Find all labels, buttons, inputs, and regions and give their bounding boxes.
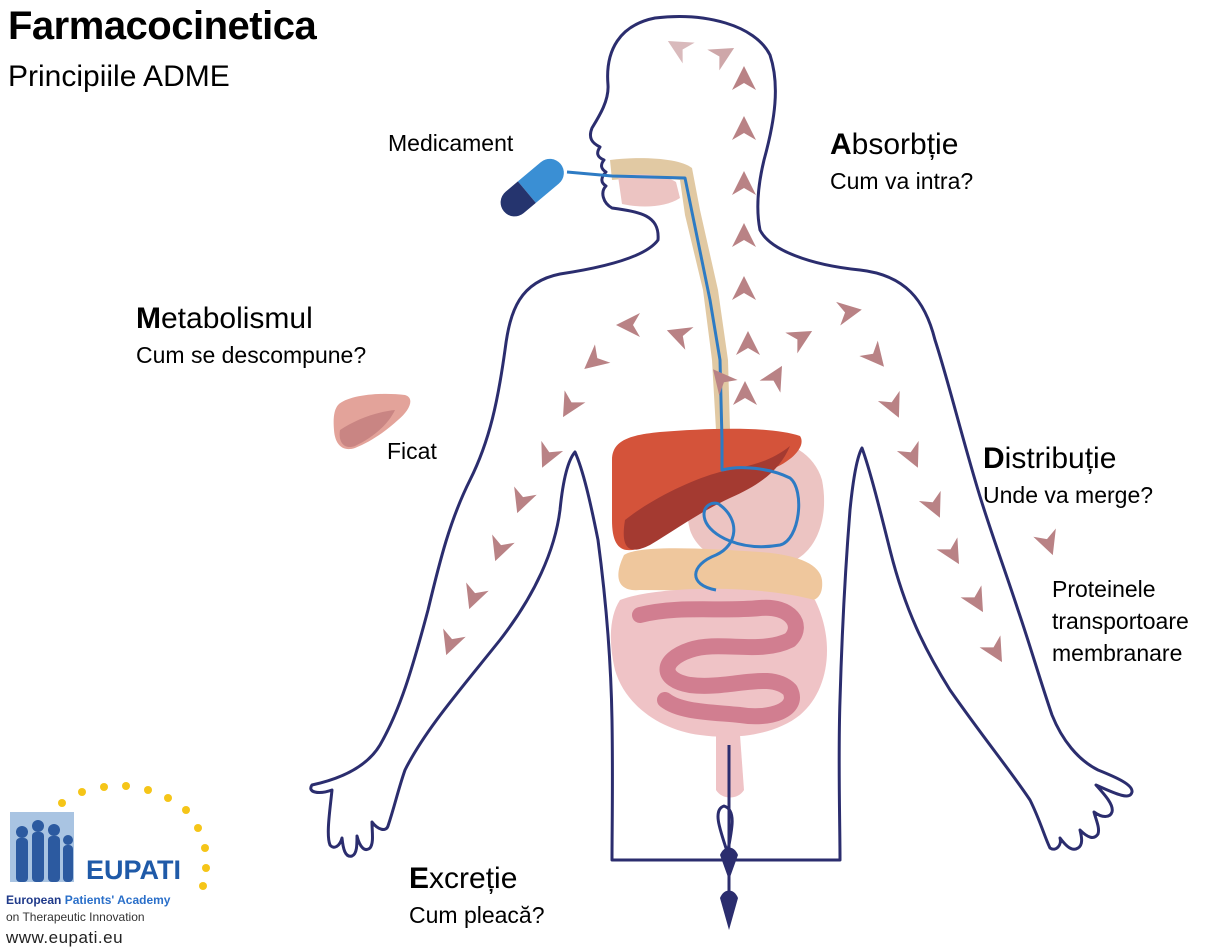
logo-url[interactable]: www.eupati.eu <box>6 928 123 948</box>
flow-arrow <box>897 441 929 473</box>
metabolism-initial: M <box>136 302 161 335</box>
excretion-initial: E <box>409 862 429 895</box>
pill-icon <box>495 153 570 222</box>
flow-arrow <box>732 116 756 140</box>
distribution-rest: istribuție <box>1005 442 1117 475</box>
excretion-arrow-2 <box>720 891 738 931</box>
flow-arrow <box>732 171 756 195</box>
logo-wordmark: EUPATI <box>86 855 181 886</box>
flow-arrow <box>484 534 515 565</box>
flow-arrow <box>662 31 695 64</box>
page-subtitle: Principiile ADME <box>8 60 230 94</box>
flow-arrow <box>435 628 466 659</box>
metabolism-question: Cum se descompune? <box>136 342 366 369</box>
flow-arrow <box>836 298 864 326</box>
distribution-question: Unde va merge? <box>983 482 1153 509</box>
flow-arrow <box>458 582 489 613</box>
excretion-question: Cum pleacă? <box>409 902 545 929</box>
flow-arrow <box>1033 528 1064 559</box>
flow-arrow <box>919 491 951 523</box>
section-absorption: Absorbție Cum va intra? <box>830 128 973 195</box>
absorption-heading: Absorbție <box>830 128 973 162</box>
logo-org-part1: European <box>6 893 65 907</box>
flow-arrow <box>553 390 586 423</box>
label-proteine: Proteinele transportoare membranare <box>1052 573 1189 669</box>
flow-arrow <box>506 486 537 517</box>
flow-arrow <box>663 319 694 350</box>
page-title: Farmacocinetica <box>8 4 316 49</box>
excretion-arrow-1 <box>720 848 738 881</box>
metabolism-heading: Metabolismul <box>136 302 366 336</box>
flow-arrow <box>732 223 756 247</box>
section-metabolism: Metabolismul Cum se descompune? <box>136 302 366 369</box>
flow-arrow <box>961 585 994 618</box>
metabolism-rest: etabolismul <box>161 302 313 335</box>
flow-arrow <box>616 313 640 337</box>
flow-arrow <box>736 331 760 355</box>
flow-arrow <box>980 635 1013 668</box>
excretion-heading: Excreție <box>409 862 545 896</box>
label-proteine-line1: Proteinele <box>1052 573 1189 605</box>
flow-arrow <box>859 341 893 375</box>
flow-arrow <box>937 537 970 570</box>
flow-arrow <box>878 391 910 423</box>
flow-arrow <box>732 66 756 90</box>
section-distribution: Distribuție Unde va merge? <box>983 442 1153 509</box>
flow-arrow <box>785 321 818 354</box>
logo-org-line2: on Therapeutic Innovation <box>6 910 145 924</box>
flow-arrow <box>707 38 740 71</box>
label-ficat: Ficat <box>387 438 437 465</box>
section-excretion: Excreție Cum pleacă? <box>409 862 545 929</box>
distribution-initial: D <box>983 442 1005 475</box>
label-proteine-line2: transportoare <box>1052 605 1189 637</box>
label-proteine-line3: membranare <box>1052 637 1189 669</box>
absorption-rest: bsorbție <box>852 128 959 161</box>
distribution-heading: Distribuție <box>983 442 1153 476</box>
label-medicament: Medicament <box>388 130 513 157</box>
flow-arrow <box>531 441 563 473</box>
flow-arrow <box>760 360 793 393</box>
logo-org-part2: Patients' Academy <box>65 893 171 907</box>
flow-arrow <box>733 381 757 405</box>
flow-arrow <box>577 344 611 378</box>
absorption-initial: A <box>830 128 852 161</box>
absorption-question: Cum va intra? <box>830 168 973 195</box>
flow-arrow <box>732 276 756 300</box>
logo-org-name: European Patients' Academy <box>6 893 170 908</box>
excretion-rest: xcreție <box>429 862 517 895</box>
